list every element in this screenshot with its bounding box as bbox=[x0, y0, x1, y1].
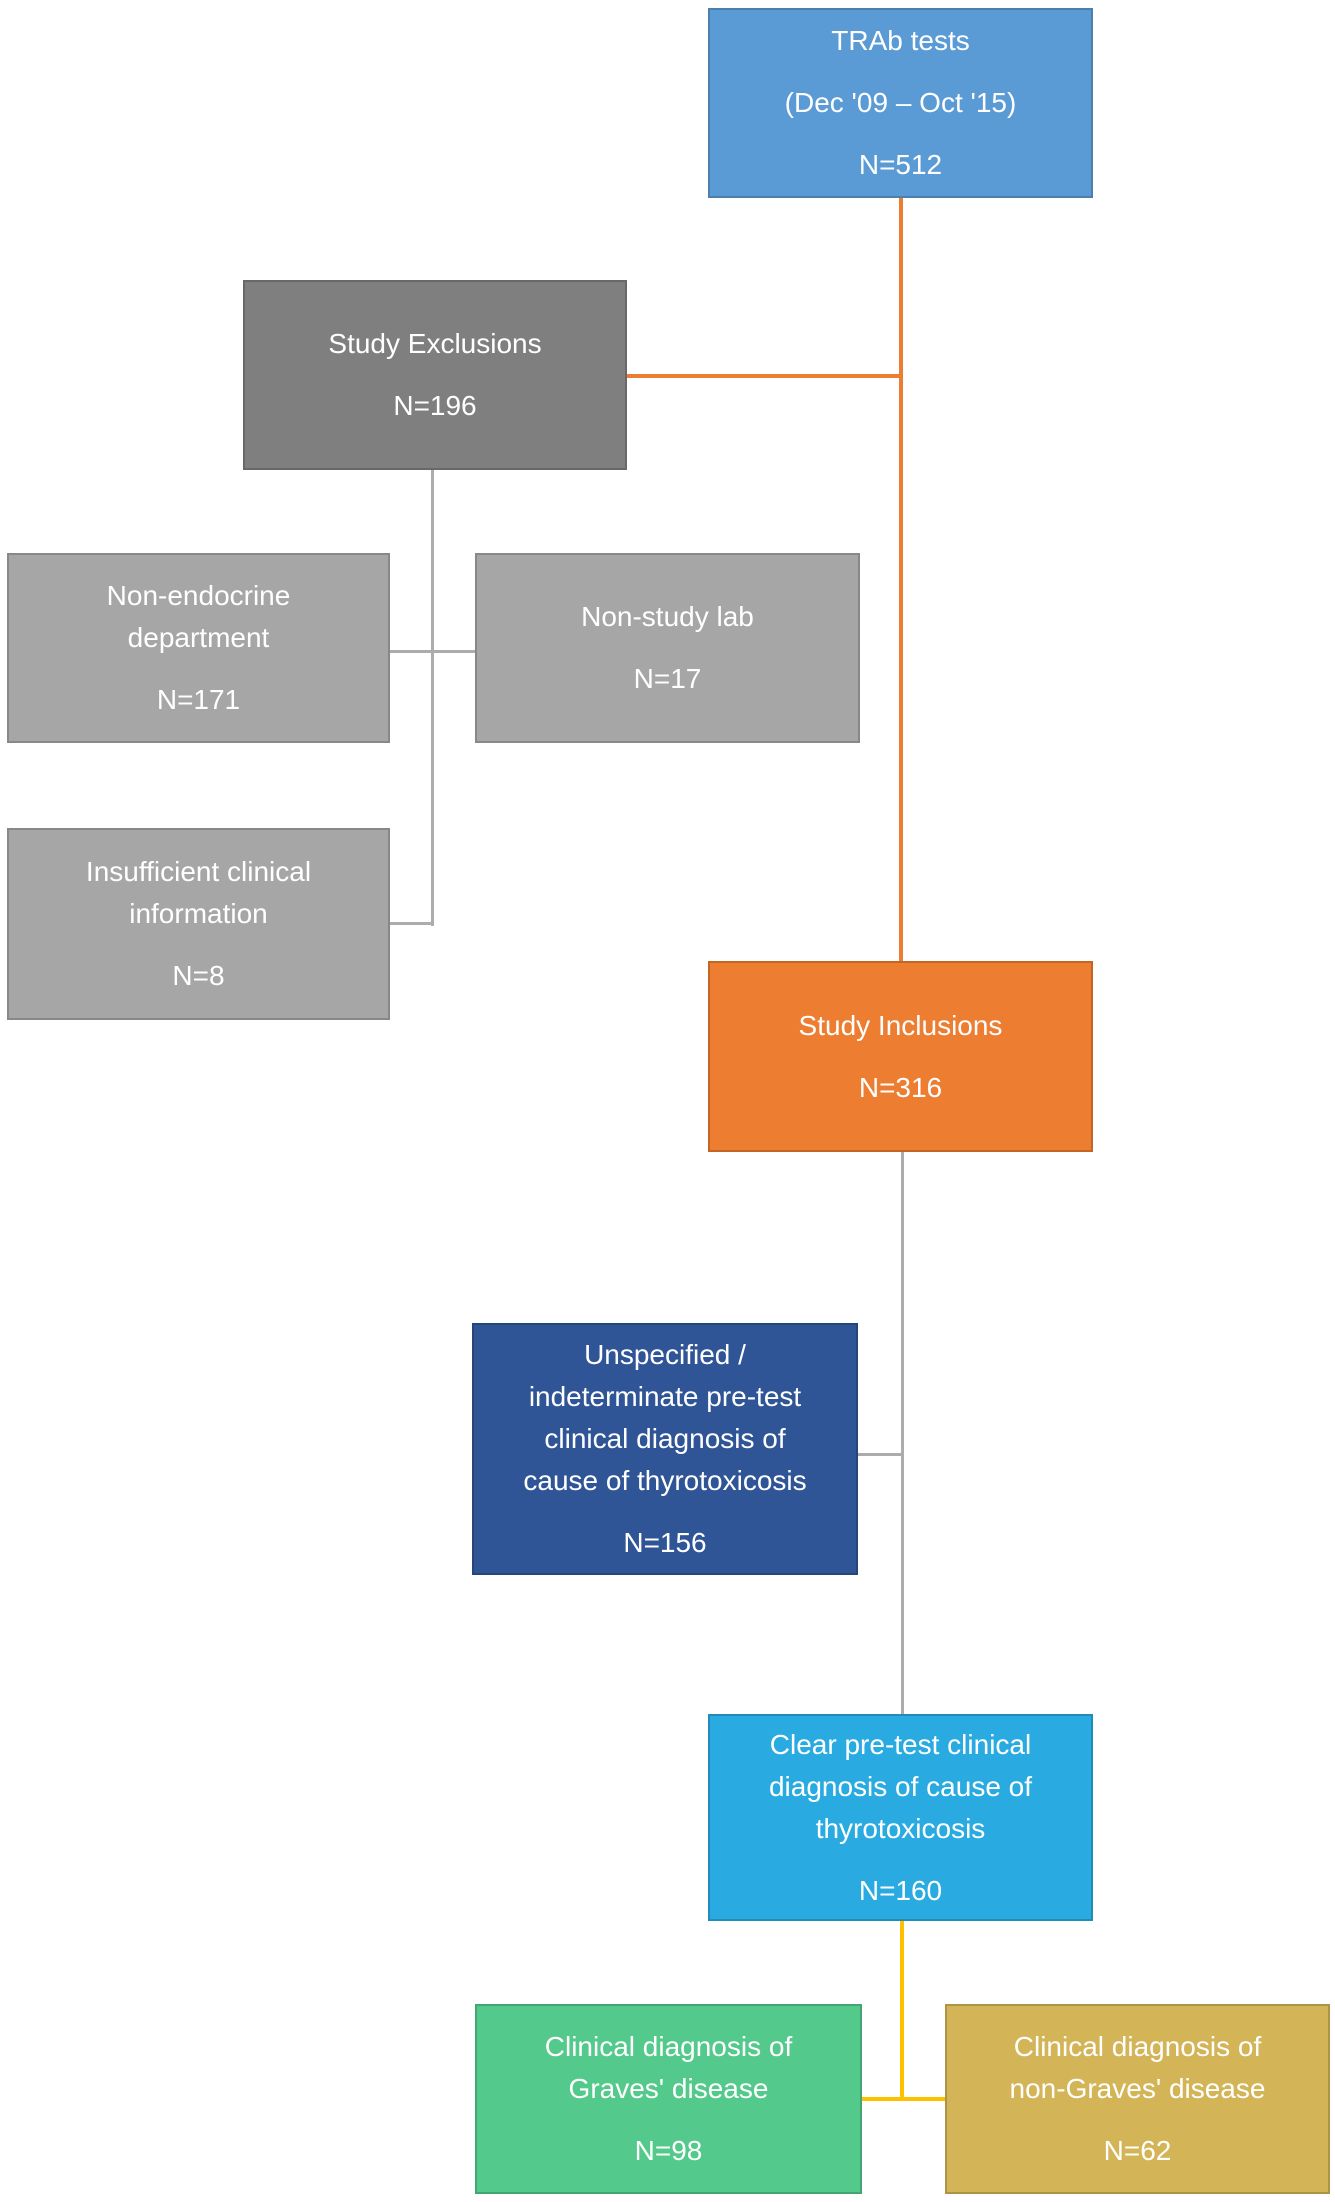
node-unspecified-indeterminate-pretest-diagnosis: Unspecified / indeterminate pre-test cli… bbox=[472, 1323, 858, 1575]
node-count: N=160 bbox=[858, 1874, 943, 1906]
node-title: TRAb tests bbox=[831, 25, 970, 56]
node-title: department bbox=[127, 622, 270, 653]
node-title: Clinical diagnosis of bbox=[544, 2031, 793, 2062]
node-clinical-diagnosis-non-graves: Clinical diagnosis of non-Graves' diseas… bbox=[945, 2004, 1330, 2194]
connector-trab-to-inclusions-vertical bbox=[899, 197, 903, 963]
connector-clear-down-vertical bbox=[900, 1921, 904, 2101]
node-subtitle: (Dec '09 – Oct '15) bbox=[784, 87, 1017, 118]
node-title: thyrotoxicosis bbox=[815, 1812, 986, 1844]
node-title: clinical diagnosis of bbox=[544, 1423, 786, 1454]
node-title: Clinical diagnosis of bbox=[1013, 2031, 1262, 2062]
node-count: N=512 bbox=[858, 149, 943, 180]
node-count: N=98 bbox=[634, 2135, 703, 2166]
connector-insufficient-elbow-horizontal bbox=[390, 922, 434, 925]
node-count: N=8 bbox=[172, 960, 225, 991]
node-title: cause of thyrotoxicosis bbox=[523, 1465, 807, 1496]
node-title: Graves' disease bbox=[568, 2073, 769, 2104]
connector-inclusions-to-clear-vertical bbox=[901, 1152, 904, 1716]
node-title: diagnosis of cause of bbox=[768, 1770, 1033, 1802]
node-title: non-Graves' disease bbox=[1009, 2073, 1266, 2104]
node-study-inclusions: Study Inclusions N=316 bbox=[708, 961, 1093, 1152]
node-title: Non-endocrine bbox=[106, 580, 291, 611]
node-count: N=316 bbox=[858, 1071, 943, 1103]
connector-unspecified-branch-horizontal bbox=[858, 1453, 904, 1456]
connector-graves-nongraves-horizontal bbox=[862, 2097, 945, 2101]
node-count: N=171 bbox=[156, 684, 241, 715]
node-trab-tests: TRAb tests (Dec '09 – Oct '15) N=512 bbox=[708, 8, 1093, 198]
node-count: N=17 bbox=[633, 663, 702, 694]
node-title: Unspecified / bbox=[584, 1339, 746, 1370]
node-title: Insufficient clinical bbox=[85, 856, 312, 887]
node-non-study-lab: Non-study lab N=17 bbox=[475, 553, 860, 743]
connector-exclusions-branch-horizontal bbox=[627, 374, 903, 378]
node-clinical-diagnosis-graves: Clinical diagnosis of Graves' disease N=… bbox=[475, 2004, 862, 2194]
connector-exclusions-down-vertical bbox=[431, 470, 434, 926]
node-insufficient-clinical-information: Insufficient clinical information N=8 bbox=[7, 828, 390, 1020]
node-title: Non-study lab bbox=[581, 601, 754, 632]
node-count: N=62 bbox=[1103, 2135, 1172, 2166]
node-title: Clear pre-test clinical bbox=[769, 1728, 1032, 1760]
node-count: N=156 bbox=[623, 1527, 707, 1558]
connector-nonendocrine-nonstudylab-horizontal bbox=[390, 650, 475, 653]
node-title: information bbox=[129, 898, 268, 929]
node-non-endocrine-department: Non-endocrine department N=171 bbox=[7, 553, 390, 743]
node-title: indeterminate pre-test bbox=[528, 1381, 802, 1412]
node-title: Study Inclusions bbox=[798, 1009, 1003, 1041]
node-count: N=196 bbox=[393, 390, 477, 421]
node-study-exclusions: Study Exclusions N=196 bbox=[243, 280, 627, 470]
node-clear-pretest-diagnosis: Clear pre-test clinical diagnosis of cau… bbox=[708, 1714, 1093, 1921]
node-title: Study Exclusions bbox=[328, 328, 542, 359]
